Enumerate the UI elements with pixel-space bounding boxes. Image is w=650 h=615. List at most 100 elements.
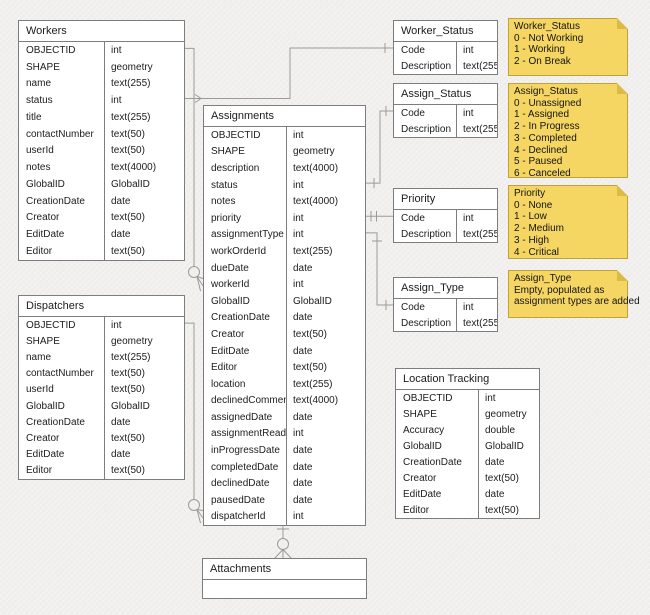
entity-worker-status: Worker_Status Code int Description text(… — [393, 20, 498, 75]
field-type: date — [478, 486, 539, 502]
field-row: assignmentType int — [204, 226, 365, 244]
field-name: inProgressDate — [211, 445, 280, 457]
field-row: inProgressDate date — [204, 442, 365, 459]
field-name: Code — [401, 107, 425, 119]
crowfoot-many-icon — [274, 549, 292, 559]
field-row: CreationDate date — [19, 192, 184, 210]
field-row: Editor text(50) — [204, 359, 365, 376]
field-list: Code int Description text(255) — [394, 42, 497, 74]
field-row: Editor text(50) — [19, 243, 184, 260]
field-type: text(50) — [104, 142, 184, 160]
note-line: 5 - Paused — [514, 156, 563, 168]
field-type: int — [286, 209, 365, 227]
field-type: text(50) — [104, 430, 184, 447]
connector-assignments-assignmenttype-to-assign-type — [366, 232, 393, 306]
note-line: 1 - Assigned — [514, 109, 570, 121]
field-name: Editor — [211, 362, 238, 374]
field-name: CreationDate — [403, 456, 462, 468]
field-type: date — [286, 458, 365, 476]
field-name: assignmentRead — [211, 428, 286, 440]
field-type: int — [286, 276, 365, 293]
entity-title: Assign_Type — [394, 278, 497, 299]
field-name: EditDate — [26, 449, 65, 461]
field-type: text(255) — [456, 315, 497, 331]
field-type: text(255) — [456, 226, 497, 242]
field-name: notes — [211, 196, 236, 208]
field-row: CreationDate date — [396, 454, 539, 470]
field-row: Creator text(50) — [204, 326, 365, 343]
field-type: int — [286, 127, 365, 144]
field-name: EditDate — [403, 488, 442, 500]
field-type: date — [478, 454, 539, 470]
field-name: assignedDate — [211, 411, 273, 423]
field-type: GlobalID — [104, 176, 184, 193]
field-row: GlobalID GlobalID — [19, 176, 184, 193]
entity-assignments: Assignments OBJECTID int SHAPE geometry … — [203, 105, 366, 527]
field-type: date — [104, 414, 184, 431]
field-name: assignmentType — [211, 229, 284, 241]
field-row: SHAPE geometry — [19, 333, 184, 350]
note-line: 2 - In Progress — [514, 121, 580, 133]
field-row: EditDate date — [19, 226, 184, 243]
field-list: OBJECTID int SHAPE geometry description … — [204, 127, 365, 526]
field-type: text(255) — [456, 58, 497, 74]
field-name: OBJECTID — [26, 319, 76, 331]
field-type: geometry — [104, 333, 184, 350]
note-line: 6 - Canceled — [514, 167, 571, 179]
field-name: status — [26, 95, 53, 107]
field-row: userId text(50) — [19, 142, 184, 160]
field-name: Description — [401, 317, 452, 329]
field-row: dueDate date — [204, 259, 365, 277]
field-row: title text(255) — [19, 109, 184, 126]
field-name: Description — [401, 60, 452, 72]
field-name: title — [26, 111, 42, 123]
entity-dispatchers: Dispatchers OBJECTID int SHAPE geometry … — [18, 295, 185, 480]
field-row: SHAPE geometry — [19, 58, 184, 76]
field-row: OBJECTID int — [204, 127, 365, 144]
entity-title: Attachments — [203, 559, 366, 580]
field-type: text(50) — [286, 326, 365, 343]
field-row: EditDate date — [204, 342, 365, 360]
field-name: userId — [26, 145, 54, 157]
field-row: assignedDate date — [204, 409, 365, 426]
entity-title: Assignments — [204, 106, 365, 127]
field-name: CreationDate — [26, 416, 85, 428]
field-row: notes text(4000) — [19, 159, 184, 176]
field-name: EditDate — [26, 229, 65, 241]
note-line: 4 - Declined — [514, 144, 568, 156]
field-type: text(255) — [104, 75, 184, 93]
note-line: 4 - Critical — [514, 246, 560, 258]
field-row: description text(4000) — [204, 160, 365, 177]
field-name: status — [211, 179, 238, 191]
field-name: Code — [401, 212, 425, 224]
entity-workers: Workers OBJECTID int SHAPE geometry name… — [18, 20, 185, 261]
note-title: Assign_Status — [514, 86, 578, 97]
field-name: dueDate — [211, 262, 249, 274]
field-type: date — [286, 342, 365, 360]
note-line: 0 - Unassigned — [514, 97, 582, 109]
field-type: date — [286, 492, 365, 509]
field-type: int — [456, 299, 497, 315]
field-type: geometry — [286, 143, 365, 161]
field-list: Code int Description text(255) — [394, 210, 497, 242]
field-name: Creator — [403, 472, 437, 484]
field-name: Description — [401, 123, 452, 135]
field-list-empty — [203, 580, 366, 598]
crowfoot-many-icon — [196, 509, 204, 524]
field-type: text(50) — [104, 243, 184, 260]
field-type: text(255) — [104, 109, 184, 126]
field-name: workerId — [211, 279, 250, 291]
field-type: date — [104, 446, 184, 463]
field-type: date — [286, 442, 365, 459]
field-name: workOrderId — [211, 245, 267, 257]
field-row: completedDate date — [204, 458, 365, 476]
field-row: Code int — [394, 105, 497, 121]
field-type: geometry — [104, 58, 184, 76]
entity-priority: Priority Code int Description text(255) — [393, 188, 498, 243]
